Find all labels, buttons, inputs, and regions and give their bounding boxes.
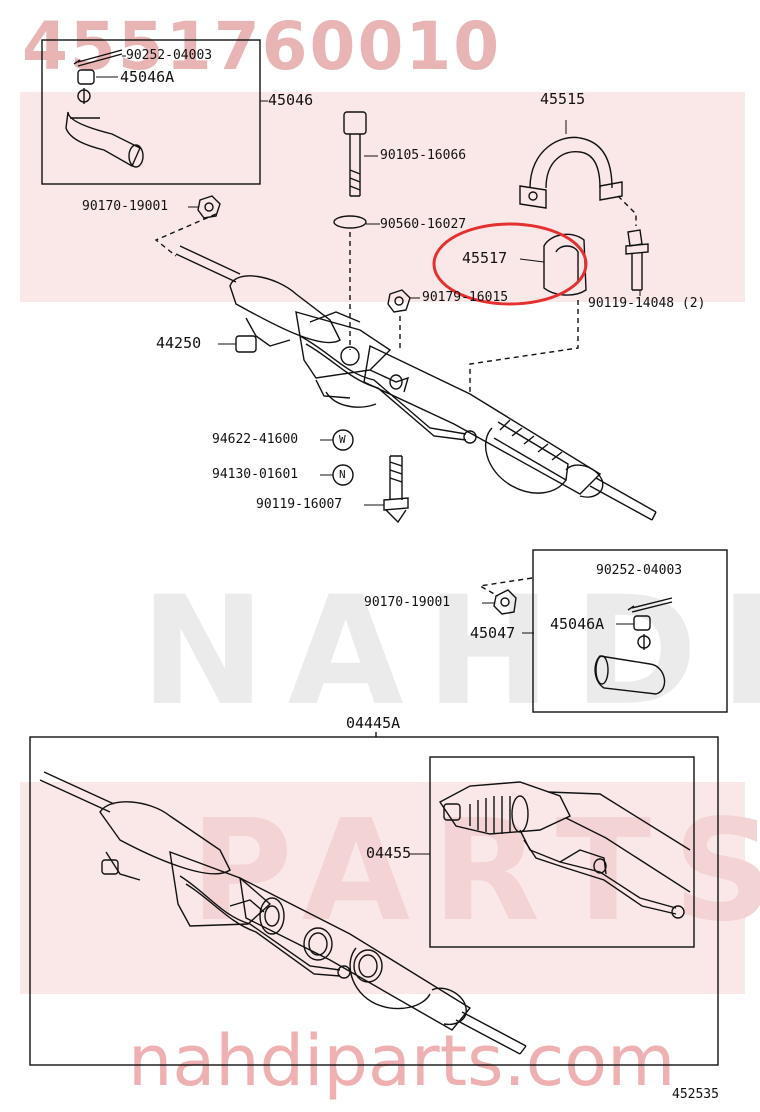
- bushing-45517: [543, 233, 587, 296]
- nut-90170-top: [197, 195, 221, 219]
- rack-assembly-box: [29, 732, 719, 1066]
- nut-90170-bottom: [493, 589, 517, 615]
- label-45047: 45047: [470, 624, 516, 642]
- label-45046: 45046: [268, 91, 314, 109]
- watermark-site: nahdiparts.com: [128, 1020, 676, 1102]
- label-90252-bottom: 90252-04003: [596, 563, 683, 578]
- label-90119-14048: 90119-14048 (2): [588, 296, 706, 311]
- marker-w: W: [339, 433, 346, 446]
- marker-n: N: [339, 468, 346, 481]
- tie-rod-end-inset-left: [41, 39, 261, 185]
- watermark-parts-word: PARTS: [190, 790, 760, 953]
- bolt-90119-16007: [383, 455, 409, 524]
- label-44250: 44250: [156, 334, 202, 352]
- steering-rack-main: [175, 245, 657, 521]
- label-90560: 90560-16027: [380, 217, 467, 232]
- label-45046a-top: 45046A: [120, 68, 175, 86]
- bracket-45515: [519, 136, 623, 209]
- leader-lines: [96, 55, 641, 855]
- tie-rod-end-inset-right: [532, 549, 728, 713]
- label-04455: 04455: [366, 844, 412, 862]
- watermark-band-top: [20, 92, 745, 302]
- label-45515: 45515: [540, 90, 586, 108]
- bolt-90119-14048: [625, 229, 649, 291]
- label-90105: 90105-16066: [380, 148, 467, 163]
- inner-detail-box: [429, 756, 695, 948]
- bolt-90105: [343, 111, 367, 197]
- label-452535: 452535: [672, 1087, 719, 1102]
- label-45517: 45517: [462, 249, 508, 267]
- label-90179: 90179-16015: [422, 290, 509, 305]
- watermark-brand-word: NAHDI: [140, 565, 760, 739]
- label-90119-16007: 90119-16007: [256, 497, 343, 512]
- label-90252-top: 90252-04003: [126, 48, 213, 63]
- nut-90179: [387, 289, 411, 313]
- label-90170-bottom: 90170-19001: [364, 595, 451, 610]
- label-90170-top: 90170-19001: [82, 199, 169, 214]
- label-04445a: 04445A: [346, 714, 401, 732]
- washer-90560: [333, 215, 367, 229]
- label-45046a-bottom: 45046A: [550, 615, 605, 633]
- highlight-ellipse: [432, 222, 588, 306]
- label-94130: 94130-01601: [212, 467, 299, 482]
- label-94622: 94622-41600: [212, 432, 299, 447]
